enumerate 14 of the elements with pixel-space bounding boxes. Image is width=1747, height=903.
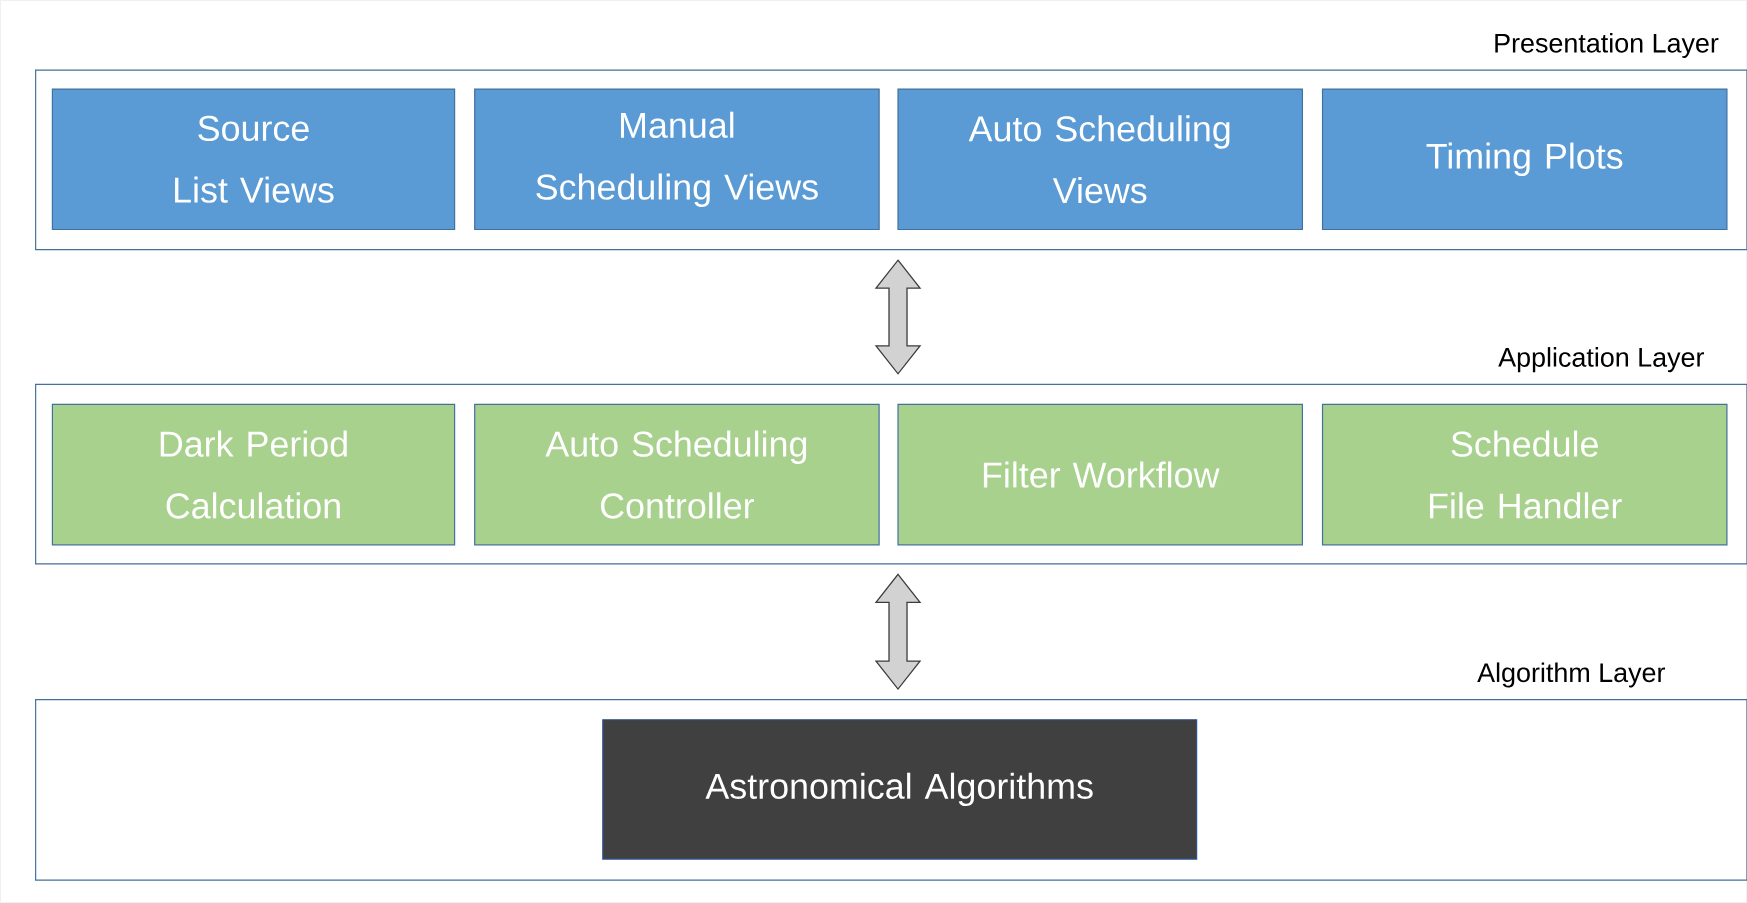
component-box: Source List Views: [51, 88, 456, 231]
double-arrow: [874, 259, 922, 375]
double-arrow: [874, 573, 922, 691]
component-box: Timing Plots: [1321, 88, 1728, 231]
component-box: Schedule File Handler: [1321, 403, 1728, 546]
component-box: Auto Scheduling Controller: [474, 403, 880, 546]
component-box: Auto Scheduling Views: [897, 88, 1303, 231]
component-box: Filter Workflow: [897, 403, 1303, 546]
component-box: Dark Period Calculation: [51, 403, 456, 546]
component-box: Manual Scheduling Views: [474, 88, 880, 231]
layer-heading: Algorithm Layer: [1477, 662, 1666, 688]
component-box: Astronomical Algorithms: [602, 719, 1198, 860]
layer-heading: Presentation Layer: [1495, 32, 1719, 58]
layer-heading: Application Layer: [1498, 347, 1704, 373]
